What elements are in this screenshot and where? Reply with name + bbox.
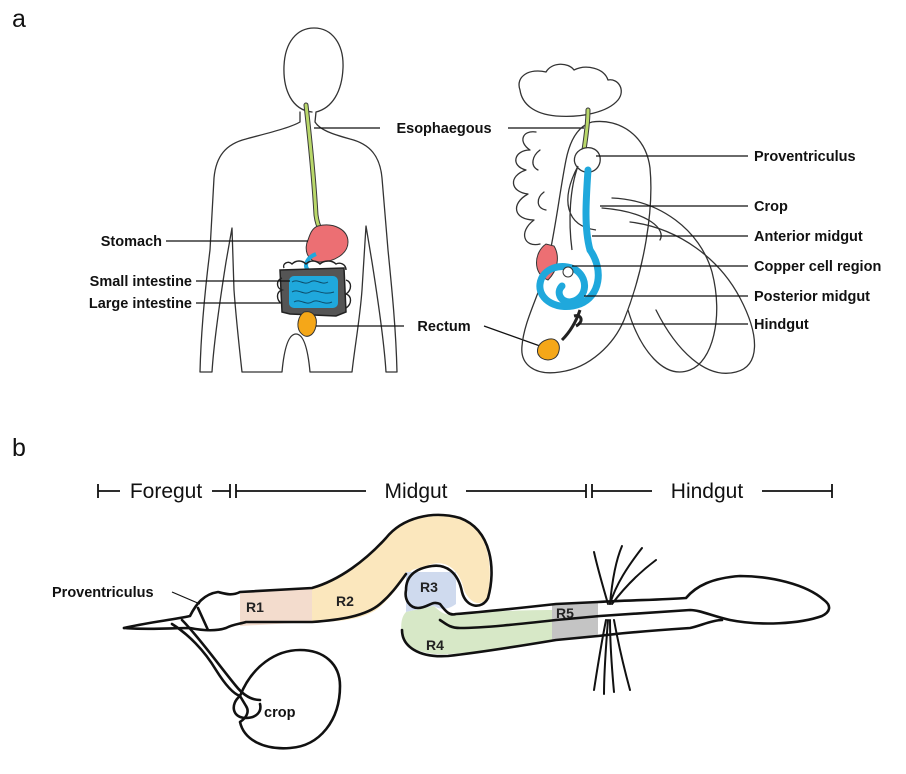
rectum-label: Rectum — [417, 319, 470, 335]
panel-b-letter: b — [12, 434, 26, 462]
posterior-midgut-label: Posterior midgut — [754, 289, 870, 305]
fly-esophagus — [584, 110, 588, 150]
region-r4-label: R4 — [426, 637, 444, 653]
rectum-leader-fly — [484, 326, 540, 346]
region-r1-label: R1 — [246, 599, 264, 615]
midgut-label: Midgut — [384, 480, 447, 503]
fly-anterior-midgut — [586, 170, 590, 250]
fly-hindgut — [562, 310, 581, 340]
proventriculus-b-label: Proventriculus — [52, 585, 154, 601]
anterior-midgut-label: Anterior midgut — [754, 229, 863, 245]
large-intestine-label: Large intestine — [89, 296, 192, 312]
region-r5-label: R5 — [556, 605, 574, 621]
panel-a-letter: a — [12, 5, 26, 33]
fly-rectum — [537, 339, 559, 360]
region-r2-label: R2 — [336, 593, 354, 609]
hindgut-segment-label: Hindgut — [671, 480, 744, 503]
proventriculus-b-leader — [172, 592, 200, 604]
small-intestine-label: Small intestine — [90, 274, 192, 290]
proventriculus-label: Proventriculus — [754, 149, 856, 165]
panel-c-letter: c — [12, 768, 25, 774]
region-r3-label: R3 — [420, 579, 438, 595]
fly-body-outline — [513, 64, 754, 373]
malpighian-tubules — [594, 546, 656, 694]
crop-label: Crop — [754, 199, 788, 215]
foregut-label: Foregut — [130, 480, 203, 503]
crop-b-label: crop — [264, 705, 296, 721]
stomach-label: Stomach — [101, 234, 162, 250]
hindgut-label: Hindgut — [754, 317, 809, 333]
fly-crop — [568, 166, 596, 250]
human-small-intestine — [289, 276, 338, 308]
esophagus-label: Esophaegous — [396, 121, 491, 137]
fly-copper-cell-marker — [563, 267, 573, 277]
copper-cell-label: Copper cell region — [754, 259, 881, 275]
human-rectum — [298, 312, 316, 337]
